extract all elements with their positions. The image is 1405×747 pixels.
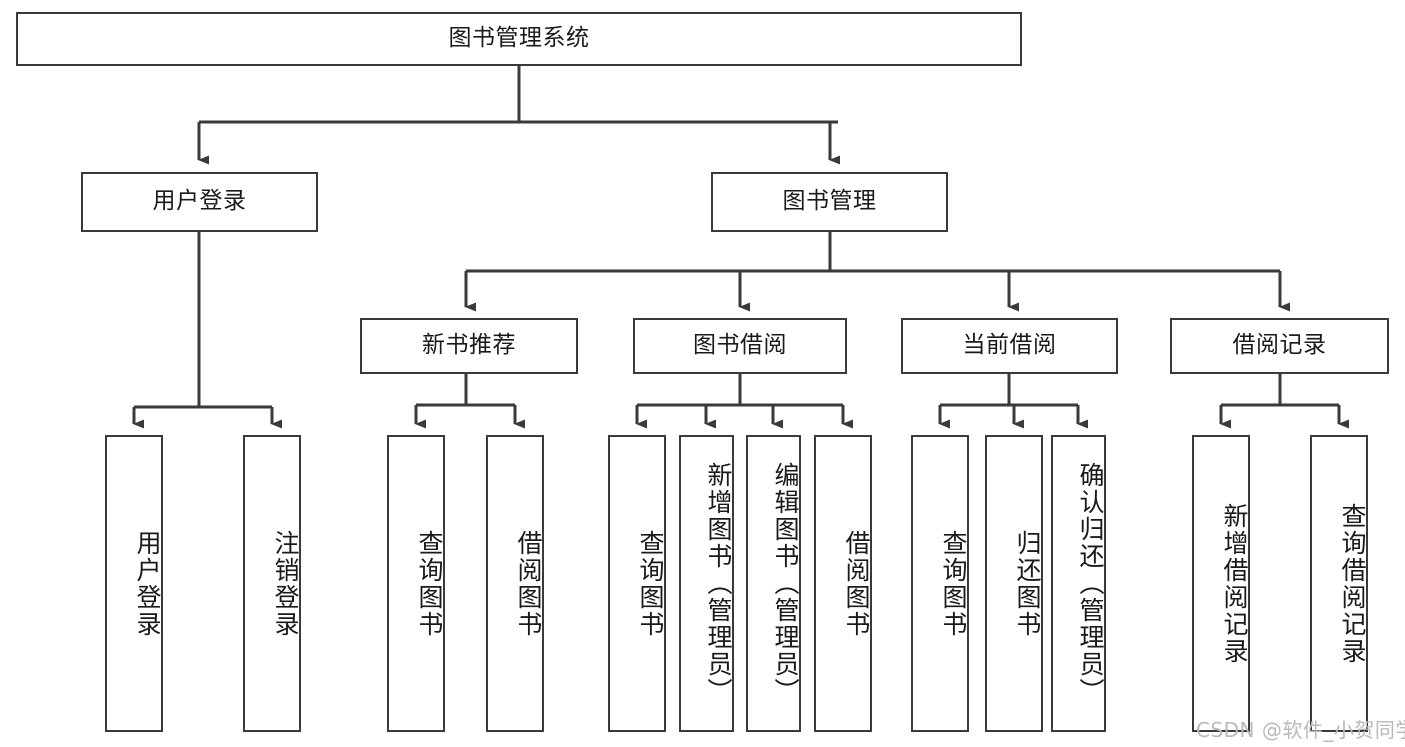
node-leaf-query-book-3[interactable]: 查询图书 [911,435,969,732]
node-leaf-query-record[interactable]: 查询借阅记录 [1310,435,1368,732]
node-book-management-system[interactable]: 图书管理系统 [16,12,1022,66]
node-label: 用户登录 [133,529,162,638]
node-label: 新增图书（管理员） [704,462,733,705]
node-label: 当前借阅 [962,332,1057,359]
node-label: 归还图书 [1013,529,1042,638]
node-user-login[interactable]: 用户登录 [81,172,318,232]
node-borrow-record[interactable]: 借阅记录 [1170,318,1389,374]
node-leaf-query-book-1[interactable]: 查询图书 [387,435,445,732]
node-label: 借阅图书 [514,529,543,638]
node-label: 用户登录 [152,188,247,215]
watermark-label: CSDN @软件_小贺同学 [1196,718,1405,742]
node-leaf-return-book[interactable]: 归还图书 [985,435,1043,732]
node-leaf-query-book-2[interactable]: 查询图书 [608,435,666,732]
node-label: 图书管理 [782,188,877,215]
node-label: 查询图书 [415,529,444,638]
node-leaf-confirm-return[interactable]: 确认归还（管理员） [1051,435,1106,732]
node-leaf-borrow-book-2[interactable]: 借阅图书 [814,435,872,732]
node-book-borrow[interactable]: 图书借阅 [633,318,847,374]
node-current-borrow[interactable]: 当前借阅 [901,318,1118,374]
node-label: 新增借阅记录 [1220,502,1249,665]
node-leaf-edit-book[interactable]: 编辑图书（管理员） [746,435,801,732]
node-book-management[interactable]: 图书管理 [711,172,948,232]
node-leaf-borrow-book-1[interactable]: 借阅图书 [486,435,544,732]
node-label: 新书推荐 [422,332,516,359]
node-leaf-add-book[interactable]: 新增图书（管理员） [679,435,734,732]
node-label: 查询借阅记录 [1338,502,1367,665]
node-leaf-add-record[interactable]: 新增借阅记录 [1192,435,1250,732]
node-label: 查询图书 [636,529,665,638]
node-label: 图书管理系统 [448,25,590,52]
node-label: 确认归还（管理员） [1076,462,1105,705]
node-label: 编辑图书（管理员） [771,462,800,705]
node-label: 查询图书 [939,529,968,638]
node-label: 注销登录 [271,529,300,638]
node-leaf-logout[interactable]: 注销登录 [243,435,301,732]
node-label: 借阅图书 [842,529,871,638]
node-label: 图书借阅 [693,332,787,359]
node-new-book-recommend[interactable]: 新书推荐 [360,318,578,374]
node-leaf-user-login[interactable]: 用户登录 [105,435,163,732]
node-label: 借阅记录 [1232,332,1327,359]
